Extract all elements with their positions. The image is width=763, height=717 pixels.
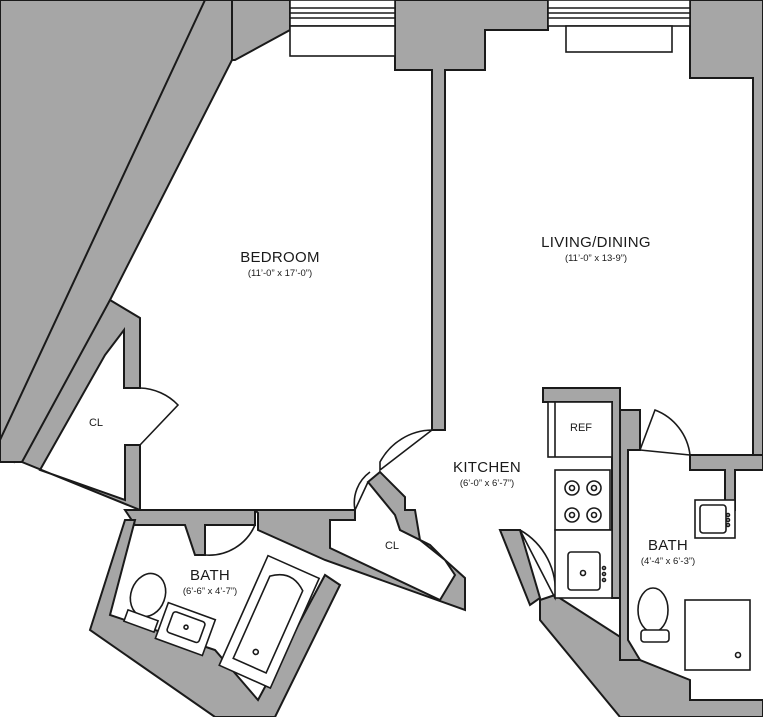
door-closet-left bbox=[139, 387, 180, 446]
main-bath-tub bbox=[218, 554, 321, 690]
right-bath-sink bbox=[699, 504, 727, 534]
living-dining-label: LIVING/DINING bbox=[541, 234, 651, 251]
kitchen-label: KITCHEN bbox=[453, 459, 521, 476]
right-bath-toilet bbox=[637, 587, 670, 643]
main-bath-sink bbox=[154, 601, 217, 657]
kitchen-dimensions: (6’-0” x 6’-7”) bbox=[460, 478, 514, 489]
door-bedroom bbox=[379, 429, 435, 472]
door-right-bath bbox=[639, 408, 691, 456]
right-bath-label: BATH bbox=[648, 537, 688, 554]
window-living bbox=[547, 0, 691, 53]
windows bbox=[289, 0, 691, 57]
main-bath-toilet bbox=[122, 572, 167, 634]
door-closet-center bbox=[353, 471, 371, 513]
refrigerator-label: REF bbox=[570, 422, 592, 434]
door-bedroom-bath bbox=[204, 524, 256, 556]
wall-top-right bbox=[689, 0, 763, 456]
main-bath-label: BATH bbox=[190, 567, 230, 584]
closet-left-label: CL bbox=[89, 417, 103, 429]
doors bbox=[139, 387, 691, 601]
wall-kitchen-bottom bbox=[539, 593, 763, 717]
wall-top-center bbox=[394, 0, 549, 431]
stove bbox=[554, 469, 611, 531]
wall-kitchen-door bbox=[498, 529, 542, 607]
wall-center-bottom bbox=[252, 470, 466, 612]
bedroom-label: BEDROOM bbox=[240, 249, 320, 266]
right-bath-dimensions: (4’-4” x 6’-3”) bbox=[641, 556, 695, 567]
window-bedroom bbox=[289, 0, 396, 57]
closet-center-label: CL bbox=[385, 540, 399, 552]
refrigerator-unit bbox=[547, 401, 613, 458]
fixtures bbox=[122, 401, 751, 690]
wall-right-bath bbox=[619, 409, 642, 661]
living-dining-dimensions: (11’-0” x 13-9”) bbox=[565, 253, 627, 264]
right-bath-shower bbox=[684, 599, 751, 671]
bedroom-dimensions: (11’-0” x 17’-0”) bbox=[248, 268, 312, 279]
main-bath-dimensions: (6’-6” x 4’-7”) bbox=[183, 586, 237, 597]
labels: BEDROOM (11’-0” x 17’-0”) LIVING/DINING … bbox=[89, 234, 695, 597]
